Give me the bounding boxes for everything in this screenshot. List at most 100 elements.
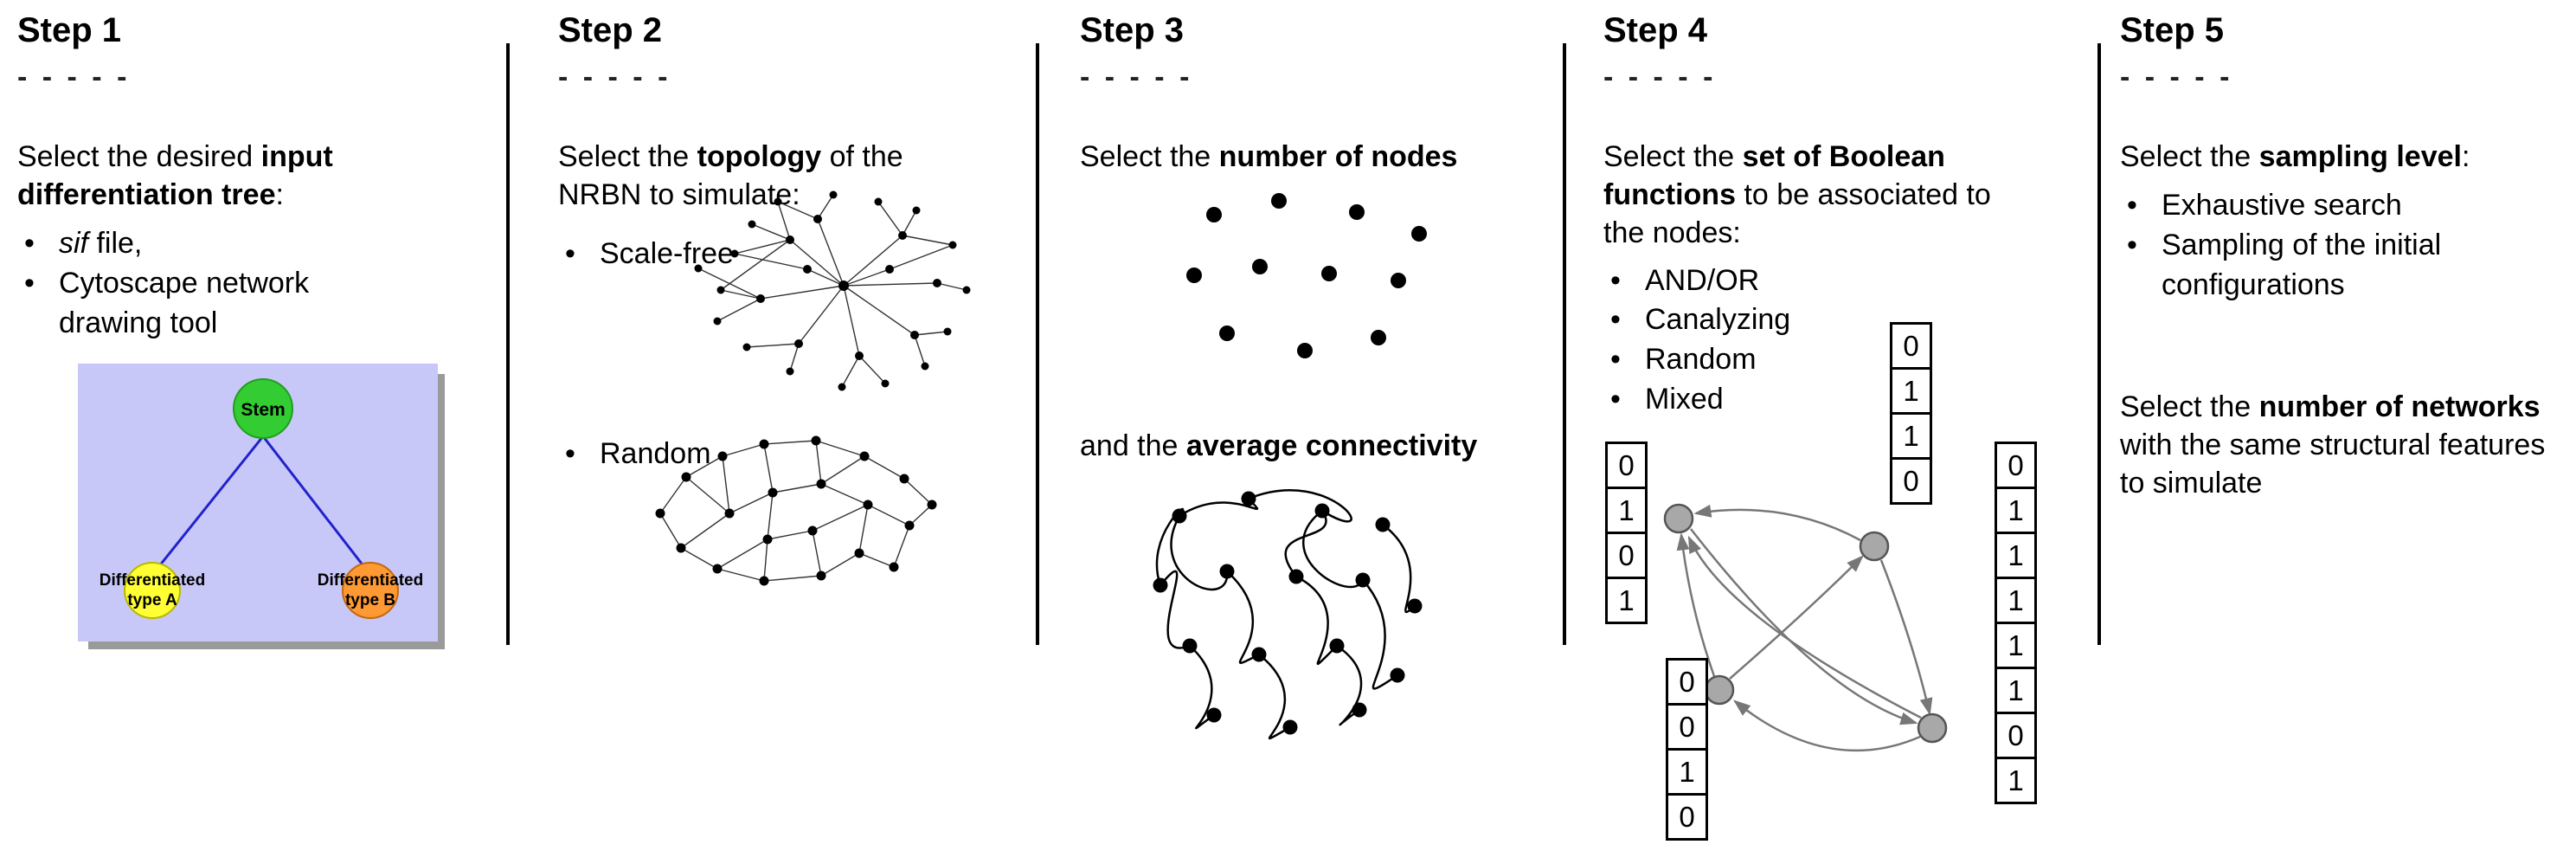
column-separator-1 [506, 43, 510, 645]
random-network-figure [655, 435, 937, 586]
scale-free-nodes [694, 190, 971, 391]
truth-table-cell: 1 [1890, 412, 1932, 460]
bullet-rest-text: file, [88, 227, 143, 261]
bullet-text: Mixed [1645, 383, 1724, 416]
intro-bold-text: set of Boolean functions [1603, 140, 1945, 212]
truth-table-cell: 1 [1890, 367, 1932, 415]
step-2-bullet-list: • Scale-free • Random [558, 235, 1017, 474]
para-text: with the same structural features to sim… [2120, 429, 2546, 500]
intro-text: Select the desired [17, 140, 261, 173]
scatter-dots [1186, 193, 1427, 358]
intro-text: : [275, 178, 284, 212]
step-3-dashes: - - - - - [1080, 61, 1193, 93]
bullet-marker: • [565, 437, 575, 471]
stem-label: Stem [241, 400, 285, 420]
bullet-marker: • [2127, 189, 2137, 222]
truth-table-cell: 1 [1995, 757, 2037, 804]
bullet-text: Sampling of the initial configurations [2162, 229, 2442, 301]
intro-text: : [2461, 140, 2470, 173]
type-b-label-line2: type B [345, 591, 395, 609]
step-5-bullet-list: • Exhaustive search • Sampling of the in… [2120, 186, 2576, 306]
intro-bold-text: sampling level [2258, 140, 2462, 173]
bullet-marker: • [565, 237, 575, 271]
truth-table-cell: 0 [1666, 793, 1708, 841]
bullet-item-scale-free: • Scale-free [558, 235, 1017, 274]
step-4-dashes: - - - - - [1603, 61, 1717, 93]
intro-text: Select the [1603, 140, 1743, 173]
step-5-networks-paragraph: Select the number of networks with the s… [2120, 388, 2574, 503]
step-5-intro: Select the sampling level: [2120, 138, 2576, 176]
intro-bold-text: input differentiation tree [17, 140, 333, 212]
bullet-item-exhaustive: • Exhaustive search [2120, 186, 2576, 226]
stem-node [233, 378, 293, 439]
truth-table-cell: 1 [1666, 748, 1708, 796]
truth-table-cell: 0 [1666, 703, 1708, 751]
network-node-4 [1917, 712, 1948, 744]
step-2-column: Step 2 - - - - - Select the topology of … [558, 0, 1017, 851]
bullet-marker: • [2127, 229, 2137, 262]
truth-table-cell: 1 [1995, 532, 2037, 579]
step-2-title: Step 2 [558, 11, 663, 49]
scale-free-network-figure [694, 190, 971, 391]
boolean-network-graph [1663, 503, 1948, 752]
step-3-line1: Select the number of nodes [1080, 138, 1547, 176]
truth-table-cell: 1 [1995, 487, 2037, 534]
para-text: Select the [2120, 390, 2259, 423]
bullet-text: Cytoscape network drawing tool [59, 267, 310, 340]
bullet-italic-text: sif [59, 227, 88, 261]
bullet-text: Exhaustive search [2162, 189, 2402, 222]
bullet-text: AND/OR [1645, 263, 1760, 297]
column-separator-2 [1036, 43, 1039, 645]
intro-bold-text: number of nodes [1218, 140, 1458, 173]
tree-edge-b [261, 435, 372, 576]
truth-table-cell: 0 [1605, 532, 1648, 579]
bullet-item-mixed: • Mixed [1603, 380, 2084, 420]
bullet-item-and-or: • AND/OR [1603, 261, 2084, 301]
intro-text: and the [1080, 429, 1186, 463]
step-4-bullet-list: • AND/OR • Canalyzing • Random • Mixed [1603, 261, 2084, 421]
bullet-marker: • [1610, 343, 1621, 377]
type-a-label-line1: Differentiated [100, 571, 205, 590]
random-nodes [655, 435, 937, 586]
column-separator-4 [2097, 43, 2101, 645]
random-edges [659, 440, 933, 582]
step-4-title: Step 4 [1603, 11, 1708, 49]
truth-table-cell: 0 [1666, 658, 1708, 706]
connectivity-edges [1155, 489, 1416, 740]
bullet-marker: • [1610, 383, 1621, 416]
intro-bold-text: average connectivity [1185, 429, 1478, 463]
truth-table-cell: 0 [1995, 712, 2037, 759]
bullet-text: Scale-free [600, 237, 734, 271]
step-2-dashes: - - - - - [558, 61, 671, 93]
bullet-item-sampling: • Sampling of the initial configurations [2120, 226, 2576, 306]
bullet-marker: • [24, 267, 35, 300]
differentiation-tree-figure: Stem Differentiated type A Differentiate… [78, 364, 445, 649]
intro-text: Select the [2120, 140, 2259, 173]
step-2-intro: Select the topology of the NRBN to simul… [558, 138, 965, 214]
step-1-dashes: - - - - - [17, 61, 131, 93]
type-a-label-line2: type A [127, 591, 177, 609]
truth-table-cell: 0 [1605, 442, 1648, 489]
para-bold-text: number of networks [2258, 390, 2541, 423]
bullet-item-cytoscape: • Cytoscape network drawing tool [17, 264, 489, 344]
network-node-3 [1704, 674, 1735, 706]
step-1-bullet-list: • sif file, • Cytoscape network drawing … [17, 224, 489, 344]
truth-table-cell: 1 [1995, 667, 2037, 714]
bullet-marker: • [1610, 303, 1621, 337]
truth-table-cell: 0 [1890, 322, 1932, 370]
step-5-column: Step 5 - - - - - Select the sampling lev… [2120, 0, 2576, 851]
intro-text: to be associated to the nodes: [1603, 178, 1991, 250]
step-1-title: Step 1 [17, 11, 122, 49]
bullet-text: Random [600, 437, 711, 471]
step-4-intro: Select the set of Boolean functions to b… [1603, 138, 2036, 253]
scale-free-edges [697, 194, 967, 388]
network-node-1 [1663, 503, 1694, 534]
tree-edge-a [151, 435, 265, 576]
bullet-item-canalyzing: • Canalyzing [1603, 300, 2084, 340]
